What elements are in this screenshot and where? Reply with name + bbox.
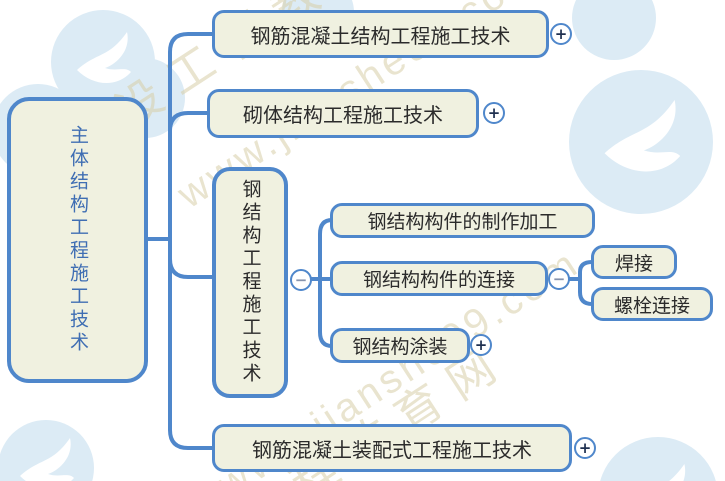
child-node-label: 钢结构构件的连接 xyxy=(362,270,515,291)
mindmap-root-node[interactable]: 主体结构工程施工技术 xyxy=(7,97,148,383)
child-node-fabrication[interactable]: 钢结构构件的制作加工 xyxy=(330,203,595,238)
root-node-label: 主体结构工程施工技术 xyxy=(67,125,88,355)
branch-node-label: 钢筋混凝土结构工程施工技术 xyxy=(250,25,511,48)
branch-node-steel-structure[interactable]: 钢结构工程施工技术 xyxy=(212,167,288,398)
collapse-icon[interactable]: − xyxy=(290,269,312,291)
branch-node-label: 钢筋混凝土装配式工程施工技术 xyxy=(252,439,532,462)
expand-icon[interactable]: + xyxy=(470,334,492,356)
plus-glyph: + xyxy=(554,24,568,43)
branch-node-label: 钢结构工程施工技术 xyxy=(239,179,261,386)
child-node-connection[interactable]: 钢结构构件的连接 xyxy=(330,261,548,296)
minus-glyph: − xyxy=(552,269,566,288)
child-node-coating[interactable]: 钢结构涂装 xyxy=(330,328,470,363)
leaf-node-bolt-connection[interactable]: 螺栓连接 xyxy=(591,287,713,321)
branch-node-precast-concrete[interactable]: 钢筋混凝土装配式工程施工技术 xyxy=(212,424,572,472)
expand-icon[interactable]: + xyxy=(483,102,505,124)
minus-glyph: − xyxy=(294,270,308,289)
leaf-node-welding[interactable]: 焊接 xyxy=(591,245,677,279)
plus-glyph: + xyxy=(487,103,501,122)
child-node-label: 钢结构涂装 xyxy=(352,337,448,358)
plus-glyph: + xyxy=(474,335,488,354)
child-node-label: 钢结构构件的制作加工 xyxy=(367,212,558,233)
leaf-node-label: 螺栓连接 xyxy=(613,295,690,317)
collapse-icon[interactable]: − xyxy=(548,268,570,290)
expand-icon[interactable]: + xyxy=(574,437,596,459)
leaf-node-label: 焊接 xyxy=(614,253,653,275)
plus-glyph: + xyxy=(578,438,592,457)
branch-node-label: 砌体结构工程施工技术 xyxy=(243,105,443,127)
branch-node-masonry[interactable]: 砌体结构工程施工技术 xyxy=(207,89,479,138)
expand-icon[interactable]: + xyxy=(550,23,572,45)
branch-node-reinforced-concrete[interactable]: 钢筋混凝土结构工程施工技术 xyxy=(212,10,549,58)
